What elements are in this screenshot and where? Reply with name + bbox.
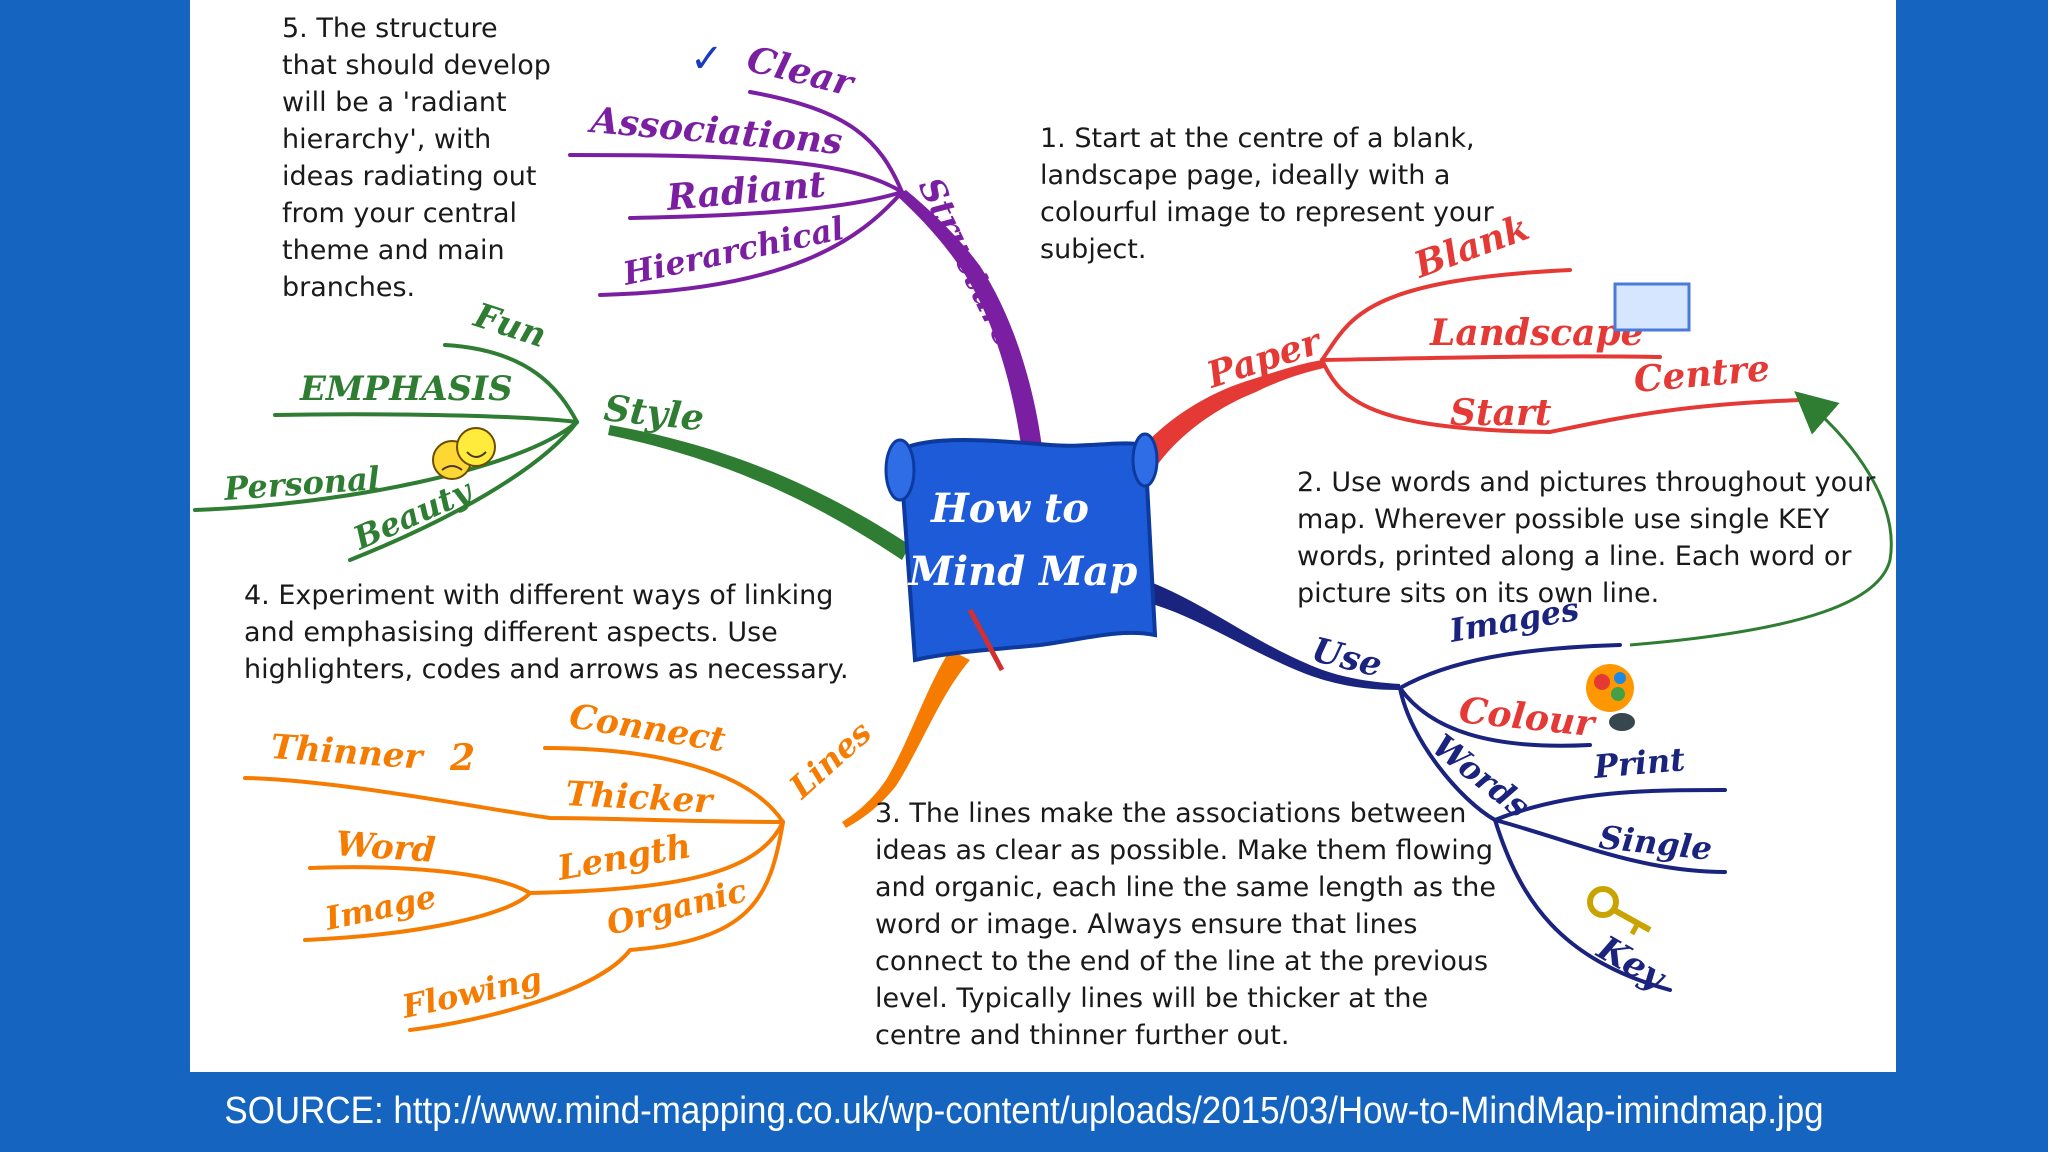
- use-sub-branches: [1398, 643, 1727, 992]
- lines-child-flowing: Flowing: [398, 959, 545, 1026]
- note-2: 2. Use words and pictures throughout you…: [1297, 467, 1876, 609]
- linking-arrow: [1629, 391, 1893, 647]
- lines-main-branch: [842, 650, 970, 828]
- lines-child-thicker: Thicker: [565, 774, 716, 822]
- lines-child-word: Word: [334, 824, 437, 871]
- structure-sub-branches: [568, 90, 904, 297]
- paper-child-landscape: Landscape: [1429, 312, 1644, 354]
- source-caption: SOURCE: http://www.mind-mapping.co.uk/wp…: [224, 1090, 1824, 1132]
- style-sub-branches: [193, 343, 579, 562]
- note-5: 5. The structure that should develop wil…: [282, 13, 551, 303]
- paper-child-start: Start: [1450, 392, 1552, 434]
- lines-sub-branches: [243, 746, 785, 1032]
- structure-label: Structure: [910, 171, 1026, 354]
- use-main-branch: [1138, 580, 1400, 690]
- lines-child-2: 2: [449, 737, 475, 779]
- use-child-print: Print: [1591, 740, 1686, 786]
- central-image: How to Mind Map: [884, 432, 1159, 672]
- style-child-personal: Personal: [222, 459, 381, 508]
- style-main-branch: [608, 425, 910, 560]
- blank-page-icon: [1613, 282, 1691, 332]
- center-title-line1: How to: [930, 485, 1089, 532]
- style-label: Style: [602, 387, 706, 439]
- smiley-faces-icon: [432, 427, 496, 480]
- lines-child-length: Length: [554, 826, 694, 889]
- mind-map-diagram: How to Mind Map Structure Clear Associat…: [193, 36, 1893, 1032]
- checkmark-icon: ✓: [690, 36, 724, 82]
- lines-label: Lines: [781, 713, 879, 806]
- mind-map-panel: How to Mind Map Structure Clear Associat…: [190, 0, 1896, 1072]
- paper-sub-branches: [1320, 268, 1802, 435]
- use-child-single: Single: [1597, 818, 1714, 868]
- note-4: 4. Experiment with different ways of lin…: [244, 580, 849, 685]
- note-3: 3. The lines make the associations betwe…: [875, 798, 1496, 1051]
- palette-icon: [1586, 664, 1635, 731]
- note-1: 1. Start at the centre of a blank, lands…: [1040, 123, 1494, 265]
- key-icon: [1587, 886, 1652, 936]
- center-title-line2: Mind Map: [907, 548, 1138, 595]
- lines-child-thinner: Thinner: [269, 727, 425, 778]
- style-child-emphasis: EMPHASIS: [299, 369, 513, 409]
